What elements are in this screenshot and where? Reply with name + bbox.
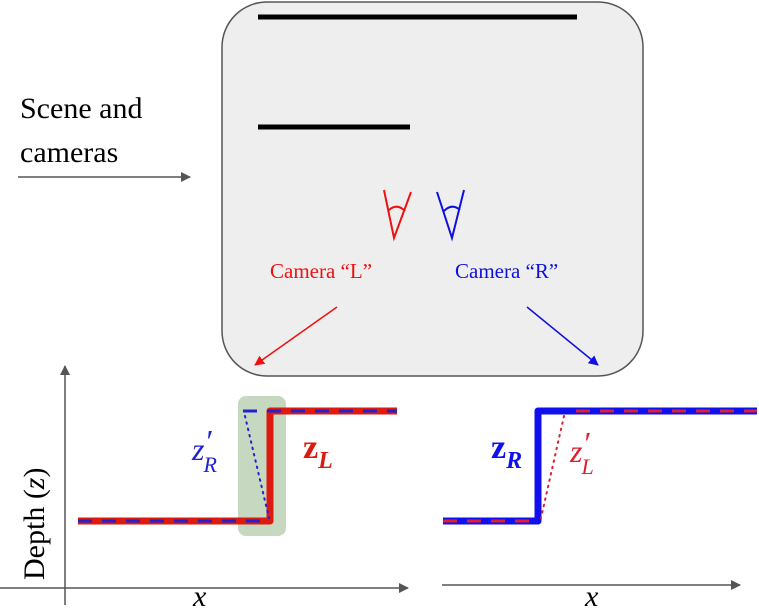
camera-right-label: Camera “R” bbox=[455, 259, 558, 283]
left-dotted-warped-line bbox=[244, 415, 270, 519]
left-camera-arrow bbox=[254, 306, 338, 366]
camera-left-icon bbox=[383, 189, 412, 242]
left-solid-depth-line bbox=[78, 407, 397, 525]
camera-left-label: Camera “L” bbox=[270, 259, 372, 283]
scene-box bbox=[221, 1, 644, 377]
occlusion-highlight bbox=[238, 396, 286, 536]
left-depth-plot: Depth (z) x z′R zL bbox=[0, 365, 409, 610]
right-depth-plot: x zR z′L bbox=[442, 407, 757, 610]
left-x-label: x bbox=[192, 580, 207, 610]
scene-label-line1: Scene and bbox=[20, 92, 142, 125]
z-prime-r-label: z′R bbox=[191, 423, 217, 477]
z-r-label: zR bbox=[491, 429, 522, 474]
scene-label-line2: cameras bbox=[20, 136, 118, 169]
right-x-label: x bbox=[584, 580, 599, 610]
right-camera-arrow bbox=[526, 306, 599, 366]
right-dotted-warped-line bbox=[540, 415, 565, 519]
z-prime-l-label: z′L bbox=[569, 425, 594, 479]
camera-right-icon bbox=[436, 189, 465, 242]
z-l-label: zL bbox=[303, 429, 333, 474]
left-y-label: Depth (z) bbox=[18, 468, 51, 581]
right-solid-depth-line bbox=[443, 407, 757, 525]
